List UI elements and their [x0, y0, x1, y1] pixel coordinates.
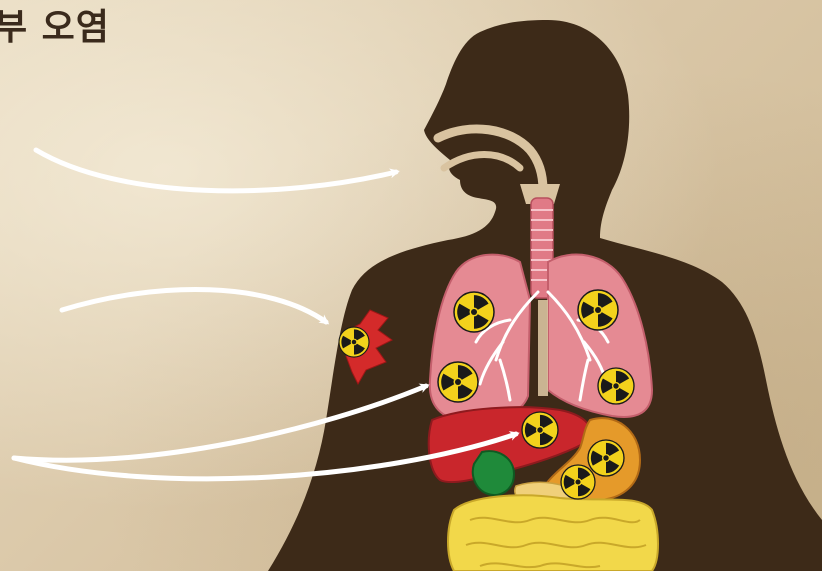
arrow-to-wound: [62, 289, 326, 322]
intestines: [448, 495, 658, 571]
gallbladder: [473, 451, 514, 495]
arrow-to-mouth: [36, 150, 396, 191]
